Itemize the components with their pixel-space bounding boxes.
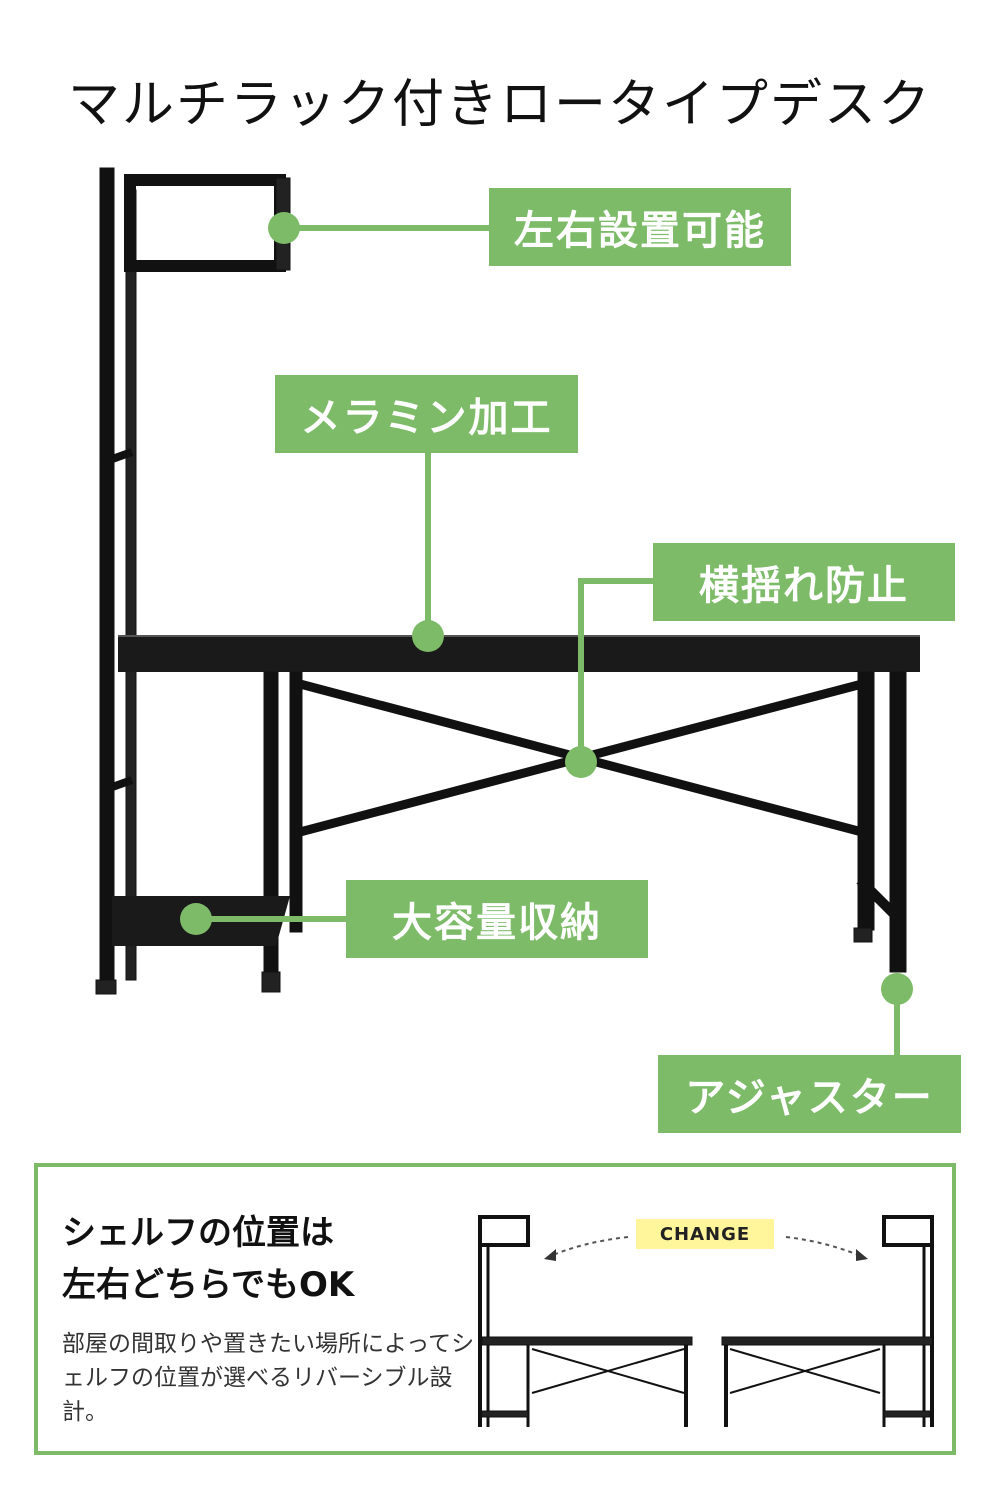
change-badge: CHANGE: [636, 1219, 774, 1249]
left-right-dot: [268, 212, 300, 244]
panel-heading-line2: 左右どちらでもOK: [62, 1265, 355, 1305]
storage-line: [210, 916, 350, 922]
panel-description: 部屋の間取りや置きたい場所によってシェルフの位置が選べるリバーシブル設計。: [62, 1331, 475, 1425]
product-title: マルチラック付きロータイプデスク: [67, 75, 932, 135]
anti-sway-dot: [565, 746, 597, 778]
anti-sway-line-v: [578, 578, 584, 756]
reversible-diagram: [478, 1215, 934, 1427]
panel-heading: シェルフの位置は 左右どちらでもOK: [62, 1207, 354, 1311]
melamine-dot: [412, 620, 444, 652]
tag-anti-sway: 横揺れ防止: [653, 543, 955, 621]
anti-sway-line-h: [578, 578, 654, 584]
adjuster-dot: [881, 973, 913, 1005]
left-right-line: [296, 225, 492, 231]
storage-dot: [180, 903, 212, 935]
melamine-line: [425, 453, 431, 635]
reversible-panel: シェルフの位置は 左右どちらでもOK 部屋の間取りや置きたい場所によってシェルフ…: [34, 1163, 956, 1455]
panel-heading-line1: シェルフの位置は: [62, 1213, 334, 1253]
tag-storage: 大容量収納: [346, 880, 648, 958]
adjuster-line: [894, 1000, 900, 1058]
tag-melamine: メラミン加工: [275, 375, 578, 453]
tag-adjuster: アジャスター: [658, 1055, 961, 1133]
tag-left-right: 左右設置可能: [489, 188, 791, 266]
